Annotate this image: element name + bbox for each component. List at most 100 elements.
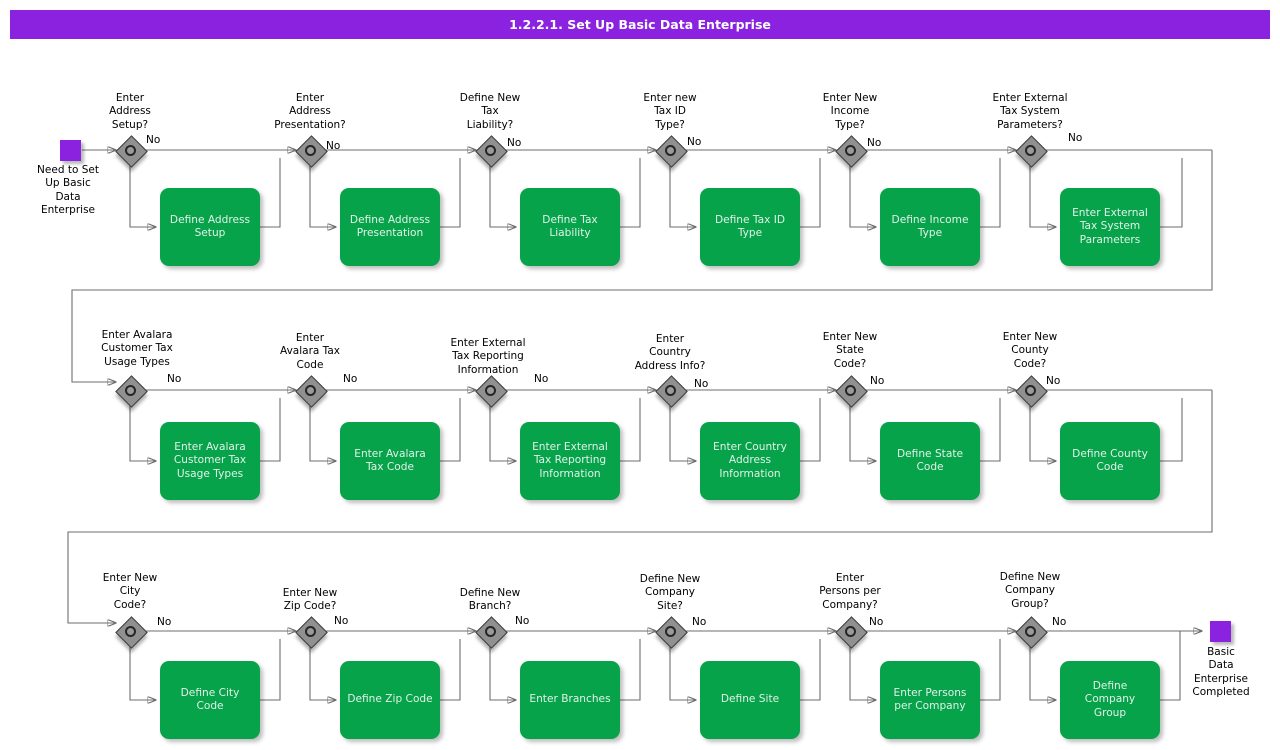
- gateway-ring-icon: [1024, 625, 1036, 637]
- task-define-address-setup[interactable]: Define Address Setup: [160, 188, 260, 266]
- gate-label-enter-external-tax-reporting-information: Enter External Tax Reporting Information: [450, 337, 526, 376]
- branch-label-no: No: [534, 373, 549, 385]
- task-define-tax-liability[interactable]: Define Tax Liability: [520, 188, 620, 266]
- gate-enter-external-tax-reporting-information[interactable]: [474, 374, 508, 408]
- branch-label-no: No: [146, 134, 161, 146]
- gate-enter-address-setup[interactable]: [114, 134, 148, 168]
- gate-label-enter-address-presentation: Enter Address Presentation?: [274, 92, 346, 131]
- gate-enter-persons-per-company[interactable]: [834, 615, 868, 649]
- branch-label-no: No: [870, 375, 885, 387]
- task-label: Enter Avalara Customer Tax Usage Types: [173, 440, 247, 480]
- branch-label-no: No: [694, 378, 709, 390]
- task-enter-external-tax-system-parameters[interactable]: Enter External Tax System Parameters: [1060, 188, 1160, 266]
- branch-label-no: No: [507, 137, 522, 149]
- task-enter-persons-per-company[interactable]: Enter Persons per Company: [880, 661, 980, 739]
- branch-label-no: No: [1052, 616, 1067, 628]
- branch-label-no: No: [1046, 375, 1061, 387]
- gateway-ring-icon: [304, 144, 316, 156]
- gate-enter-new-county-code[interactable]: [1014, 374, 1048, 408]
- end-event-label: Basic Data Enterprise Completed: [1192, 646, 1250, 699]
- task-label: Define Site: [720, 693, 780, 706]
- gate-define-new-tax-liability[interactable]: [474, 134, 508, 168]
- branch-label-no: No: [326, 140, 341, 152]
- gateway-ring-icon: [1024, 144, 1036, 156]
- task-define-city-code[interactable]: Define City Code: [160, 661, 260, 739]
- gate-label-enter-persons-per-company: Enter Persons per Company?: [819, 572, 881, 611]
- gateway-ring-icon: [484, 384, 496, 396]
- gateway-ring-icon: [484, 144, 496, 156]
- branch-label-no: No: [687, 136, 702, 148]
- end-event[interactable]: [1210, 621, 1231, 642]
- gate-label-enter-avalara-tax-code: Enter Avalara Tax Code: [280, 332, 340, 371]
- task-define-state-code[interactable]: Define State Code: [880, 422, 980, 500]
- gateway-ring-icon: [844, 144, 856, 156]
- gate-enter-new-state-code[interactable]: [834, 374, 868, 408]
- branch-label-no: No: [167, 373, 182, 385]
- gate-define-new-company-site[interactable]: [654, 615, 688, 649]
- start-event[interactable]: [60, 140, 81, 161]
- gateway-ring-icon: [1024, 384, 1036, 396]
- task-enter-external-tax-reporting-information[interactable]: Enter External Tax Reporting Information: [520, 422, 620, 500]
- task-define-tax-id-type[interactable]: Define Tax ID Type: [700, 188, 800, 266]
- gate-enter-country-address-info[interactable]: [654, 374, 688, 408]
- task-enter-avalara-customer-tax-usage-types[interactable]: Enter Avalara Customer Tax Usage Types: [160, 422, 260, 500]
- gate-enter-address-presentation[interactable]: [294, 134, 328, 168]
- gate-label-enter-country-address-info: Enter Country Address Info?: [634, 333, 706, 372]
- task-label: Enter Persons per Company: [893, 686, 967, 712]
- diagram-title-bar: 1.2.2.1. Set Up Basic Data Enterprise: [10, 10, 1270, 39]
- task-enter-country-address-information[interactable]: Enter Country Address Information: [700, 422, 800, 500]
- gate-enter-new-zip-code[interactable]: [294, 615, 328, 649]
- gate-label-define-new-tax-liability: Define New Tax Liability?: [459, 92, 521, 131]
- gate-label-enter-new-county-code: Enter New County Code?: [1002, 331, 1058, 370]
- task-define-site[interactable]: Define Site: [700, 661, 800, 739]
- task-label: Enter Branches: [529, 693, 611, 706]
- gateway-ring-icon: [664, 144, 676, 156]
- start-event-label: Need to Set Up Basic Data Enterprise: [37, 164, 99, 217]
- task-define-county-code[interactable]: Define County Code: [1060, 422, 1160, 500]
- task-label: Define State Code: [897, 447, 963, 473]
- branch-label-no: No: [867, 137, 882, 149]
- gateway-ring-icon: [304, 384, 316, 396]
- gate-label-enter-external-tax-system-parameters: Enter External Tax System Parameters?: [992, 92, 1068, 131]
- task-label: Define Tax ID Type: [714, 213, 786, 239]
- gate-enter-avalara-customer-tax-usage-types[interactable]: [114, 374, 148, 408]
- task-label: Define Income Type: [891, 213, 969, 239]
- branch-label-no: No: [343, 373, 358, 385]
- branch-label-no: No: [1068, 132, 1083, 144]
- task-define-zip-code[interactable]: Define Zip Code: [340, 661, 440, 739]
- task-label: Enter Country Address Information: [713, 440, 787, 480]
- gate-define-new-company-group[interactable]: [1014, 615, 1048, 649]
- gate-label-define-new-company-site: Define New Company Site?: [639, 573, 701, 612]
- task-label: Define Address Presentation: [349, 213, 431, 239]
- gateway-ring-icon: [124, 144, 136, 156]
- task-label: Define Zip Code: [347, 693, 433, 706]
- task-label: Define City Code: [180, 686, 240, 712]
- branch-label-no: No: [869, 616, 884, 628]
- gate-enter-new-city-code[interactable]: [114, 615, 148, 649]
- gateway-ring-icon: [304, 625, 316, 637]
- gate-label-enter-avalara-customer-tax-usage-types: Enter Avalara Customer Tax Usage Types: [101, 329, 173, 368]
- task-enter-avalara-tax-code[interactable]: Enter Avalara Tax Code: [340, 422, 440, 500]
- gateway-ring-icon: [844, 384, 856, 396]
- branch-label-no: No: [157, 616, 172, 628]
- task-label: Define Address Setup: [169, 213, 251, 239]
- gate-label-define-new-branch: Define New Branch?: [459, 587, 521, 613]
- gateway-ring-icon: [844, 625, 856, 637]
- task-label: Enter Avalara Tax Code: [354, 447, 426, 473]
- gate-enter-external-tax-system-parameters[interactable]: [1014, 134, 1048, 168]
- gateway-ring-icon: [664, 625, 676, 637]
- task-define-company-group[interactable]: Define Company Group: [1060, 661, 1160, 739]
- gate-enter-new-tax-id-type[interactable]: [654, 134, 688, 168]
- gate-enter-avalara-tax-code[interactable]: [294, 374, 328, 408]
- task-define-address-presentation[interactable]: Define Address Presentation: [340, 188, 440, 266]
- gate-enter-new-income-type[interactable]: [834, 134, 868, 168]
- branch-label-no: No: [692, 616, 707, 628]
- branch-label-no: No: [515, 615, 530, 627]
- task-label: Define County Code: [1072, 447, 1148, 473]
- task-define-income-type[interactable]: Define Income Type: [880, 188, 980, 266]
- task-enter-branches[interactable]: Enter Branches: [520, 661, 620, 739]
- gateway-ring-icon: [664, 384, 676, 396]
- gate-define-new-branch[interactable]: [474, 615, 508, 649]
- gateway-ring-icon: [484, 625, 496, 637]
